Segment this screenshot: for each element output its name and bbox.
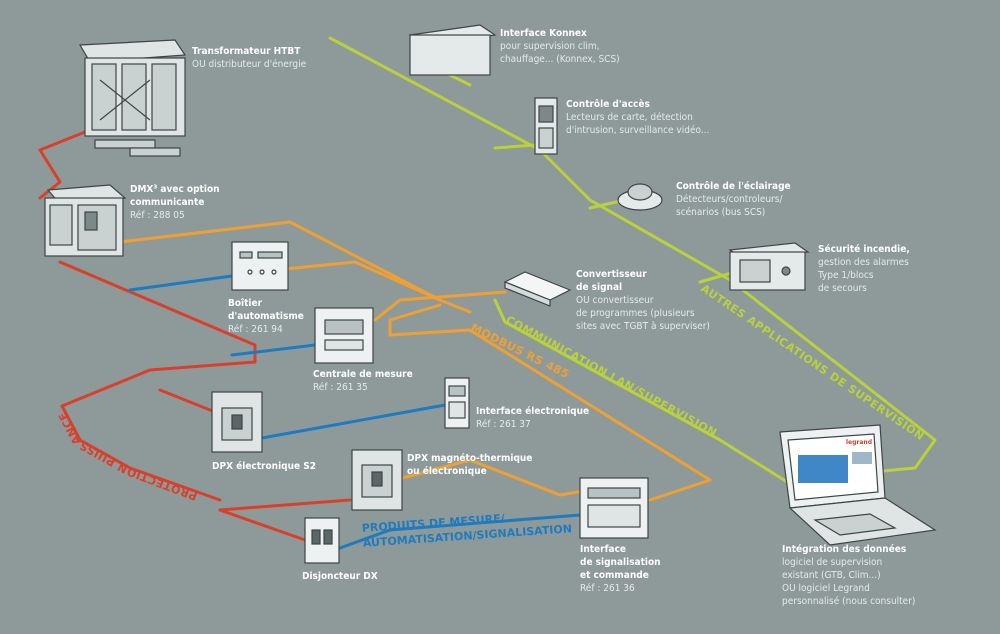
incendie-sub-3: de secours <box>818 283 867 294</box>
konnex-label: Interface Konnex pour supervision clim, … <box>500 27 620 66</box>
modbus-wire-dmx <box>118 220 472 314</box>
light-detector-icon <box>617 183 663 211</box>
access-control-icon <box>534 97 558 155</box>
transformer-title: Transformateur HTBT <box>192 46 301 57</box>
mesure-bus <box>128 274 582 550</box>
disjoncteur-title: Disjoncteur DX <box>302 571 378 582</box>
laptop-icon: legrand <box>779 424 937 546</box>
supervision-wire-acces <box>493 143 537 150</box>
integration-sub-1: logiciel de supervision <box>782 557 883 568</box>
dpx-s2-title: DPX électronique S2 <box>212 461 316 472</box>
eclairage-sub-1: Détecteurs/controleurs/ <box>676 194 783 205</box>
mesure-wire-signal <box>338 513 582 550</box>
acces-sub-1: Lecteurs de carte, détection <box>566 112 693 123</box>
mesure-wire-boitier <box>128 274 234 292</box>
eclairage-sub-2: scénarios (bus SCS) <box>676 207 766 218</box>
dmx-label: DMX³ avec option communicante Réf : 288 … <box>130 183 220 222</box>
boitier-ref: Réf : 261 94 <box>228 324 283 335</box>
integration-label: Intégration des données logiciel de supe… <box>782 543 915 608</box>
interface-elec-ref: Réf : 261 37 <box>476 419 531 430</box>
konnex-interface-icon <box>408 24 497 76</box>
disjoncteur-label: Disjoncteur DX <box>302 570 378 583</box>
fire-alarm-panel-icon <box>728 242 810 291</box>
interface-signal-title-2: de signalisation <box>580 557 661 568</box>
dmx-ref: Réf : 288 05 <box>130 210 185 221</box>
boitier-title-2: d'automatisme <box>228 311 304 322</box>
mesure-wire-centrale <box>230 343 317 357</box>
automation-box-icon <box>231 241 289 291</box>
boitier-label: Boîtier d'automatisme Réf : 261 94 <box>228 297 304 336</box>
eclairage-title: Contrôle de l'éclairage <box>676 181 791 192</box>
dpx-magneto-label: DPX magnéto-thermique ou électronique <box>407 452 532 478</box>
laptop-brand: legrand <box>846 439 872 446</box>
dmx-title-1: DMX³ avec option <box>130 184 220 195</box>
dpx-s2-label: DPX électronique S2 <box>212 460 316 473</box>
integration-title: Intégration des données <box>782 544 907 555</box>
interface-signal-title-1: Interface <box>580 544 627 555</box>
dmx-breaker-icon <box>44 184 127 257</box>
supervision-label: AUTRES APPLICATIONS DE SUPERVISION <box>698 282 926 443</box>
transformer-subtitle: OU distributeur d'énergie <box>192 59 307 70</box>
protection-label: PROTECTION PUISSANCE <box>56 409 199 502</box>
dmx-title-2: communicante <box>130 197 205 208</box>
dpx-magneto-icon <box>351 449 403 511</box>
incendie-label: Sécurité incendie, gestion des alarmes T… <box>818 243 910 295</box>
convertisseur-sub-3: sites avec TGBT à superviser) <box>576 321 710 332</box>
incendie-sub-1: gestion des alarmes <box>818 257 909 268</box>
konnex-sub-1: pour supervision clim, <box>500 41 600 52</box>
modbus-wire-signal <box>393 458 592 497</box>
acces-title: Contrôle d'accès <box>566 99 650 110</box>
convertisseur-title-2: de signal <box>576 282 623 293</box>
modbus-bus <box>118 220 712 502</box>
signal-converter-icon <box>503 271 572 307</box>
dpx-magneto-title-1: DPX magnéto-thermique <box>407 453 533 464</box>
protection-wire-dx <box>218 508 307 542</box>
incendie-title: Sécurité incendie, <box>818 244 910 255</box>
konnex-title: Interface Konnex <box>500 28 587 39</box>
convertisseur-sub-1: OU convertisseur <box>576 295 654 306</box>
interface-signal-label: Interface de signalisation et commande R… <box>580 543 661 595</box>
integration-sub-4: personnalisé (nous consulter) <box>782 596 916 607</box>
protection-wire-trunk <box>58 260 257 502</box>
interface-signal-ref: Réf : 261 36 <box>580 583 635 594</box>
dpx-s2-icon <box>211 391 263 453</box>
centrale-label: Centrale de mesure Réf : 261 35 <box>313 368 413 394</box>
dpx-magneto-title-2: ou électronique <box>407 466 487 477</box>
centrale-title: Centrale de mesure <box>313 369 413 380</box>
transformer-icon <box>78 39 187 157</box>
dx-breaker-icon <box>304 517 340 564</box>
interface-elec-title: Interface électronique <box>476 406 590 417</box>
protection-wire-s2 <box>158 388 217 414</box>
power-meter-icon <box>314 307 374 364</box>
convertisseur-label: Convertisseur de signal OU convertisseur… <box>576 268 710 333</box>
mesure-wire-s2 <box>260 403 447 440</box>
convertisseur-title-1: Convertisseur <box>576 269 647 280</box>
supervision-wire-incendie <box>698 270 737 284</box>
acces-label: Contrôle d'accès Lecteurs de carte, déte… <box>566 98 709 137</box>
convertisseur-sub-2: de programmes (plusieurs <box>576 308 695 319</box>
transformer-label: Transformateur HTBT OU distributeur d'én… <box>192 45 306 71</box>
modbus-wire-iface <box>388 303 712 502</box>
signal-interface-icon <box>579 477 649 539</box>
supervision-wire-lan <box>493 298 802 492</box>
konnex-sub-2: chauffage... (Konnex, SCS) <box>500 54 620 65</box>
incendie-sub-2: Type 1/blocs <box>818 270 874 281</box>
modbus-wire-centrale <box>373 290 507 322</box>
modbus-wire-boitier <box>273 260 442 302</box>
electronic-interface-icon <box>444 377 470 429</box>
boitier-title-1: Boîtier <box>228 298 263 309</box>
eclairage-label: Contrôle de l'éclairage Détecteurs/contr… <box>676 180 791 219</box>
interface-signal-title-3: et commande <box>580 570 649 581</box>
centrale-ref: Réf : 261 35 <box>313 382 368 393</box>
acces-sub-2: d'intrusion, surveillance vidéo... <box>566 125 710 136</box>
integration-sub-3: OU logiciel Legrand <box>782 583 870 594</box>
protection-wire-dpx <box>218 498 352 512</box>
integration-sub-2: existant (GTB, Clim...) <box>782 570 881 581</box>
interface-elec-label: Interface électronique Réf : 261 37 <box>476 405 589 431</box>
mesure-label: PRODUITS DE MESURE/ AUTOMATISATION/SIGNA… <box>361 512 572 550</box>
